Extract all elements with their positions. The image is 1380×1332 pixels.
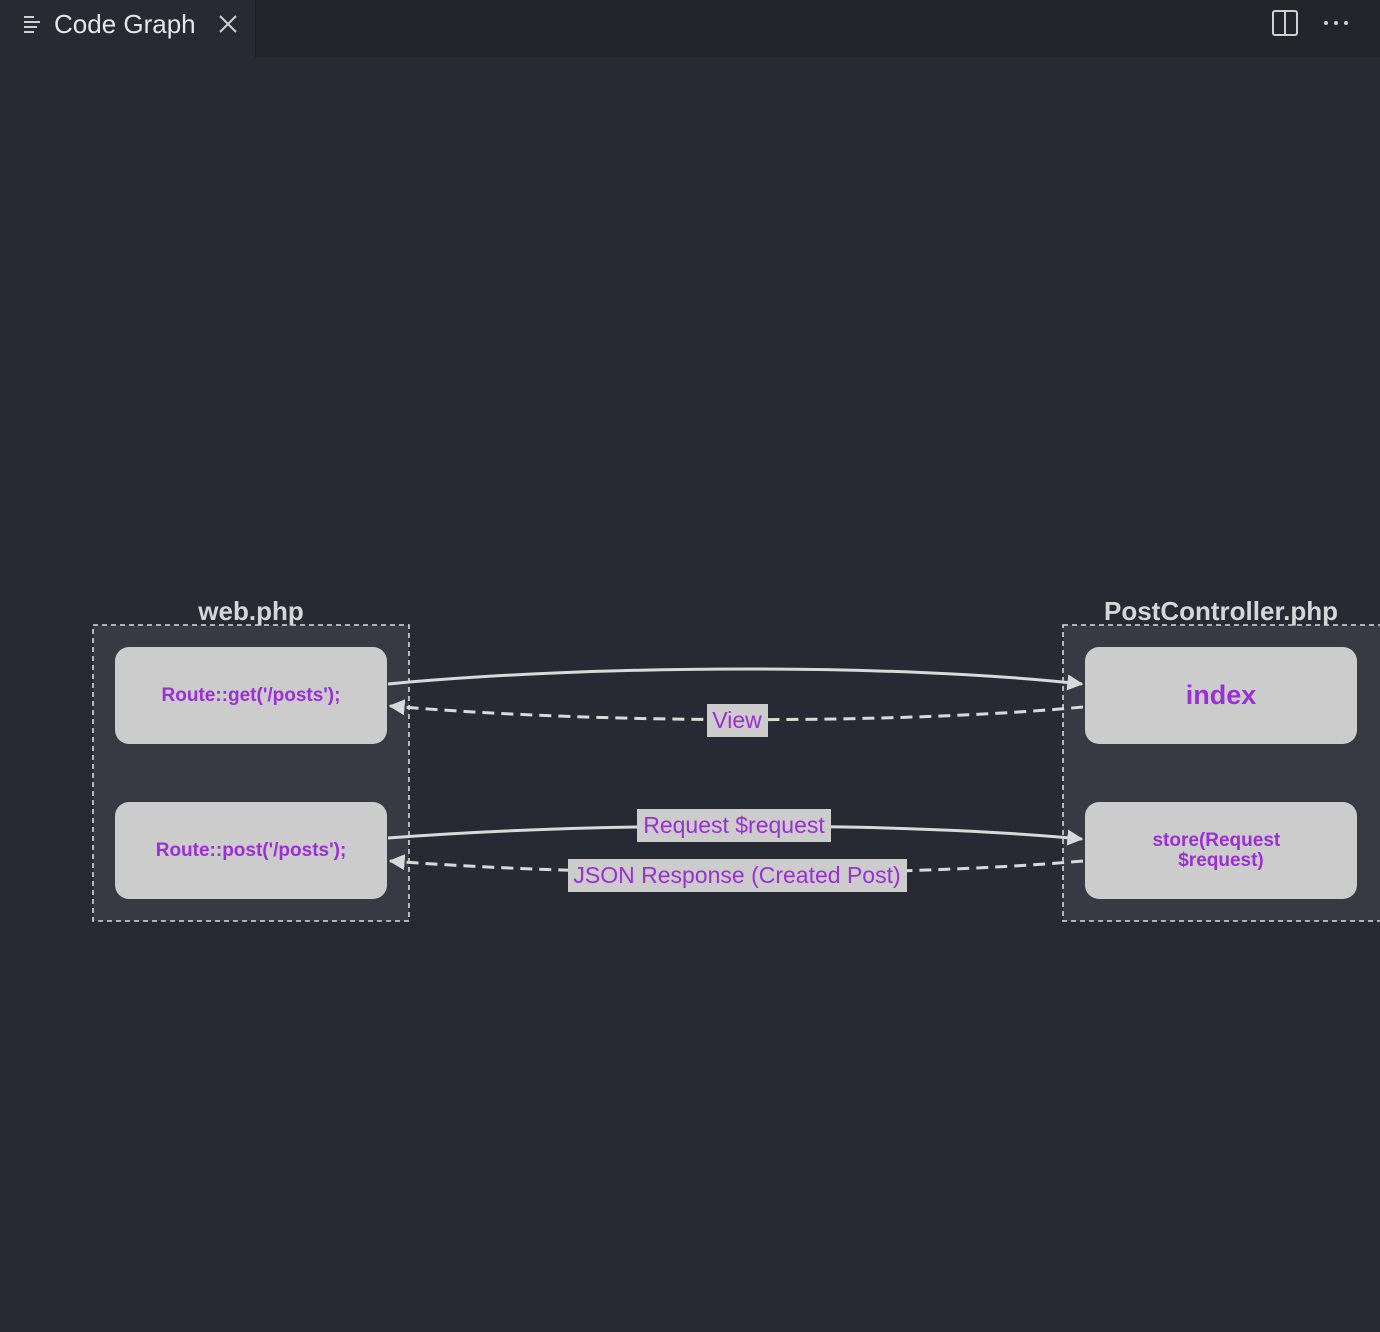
code-graph-diagram: web.php PostController.php Route::get('/… xyxy=(92,596,1380,922)
edge-label: Request $request xyxy=(643,812,825,838)
node-label: Route::post('/posts'); xyxy=(156,840,347,861)
edge-post-to-store: Request $request xyxy=(387,809,1084,846)
tab-code-graph[interactable]: Code Graph xyxy=(0,0,256,57)
editor-tab-bar: Code Graph xyxy=(0,0,1380,57)
node-label: store(Request $request) xyxy=(1152,830,1285,871)
node-label: Route::get('/posts'); xyxy=(162,685,341,706)
edge-get-to-index xyxy=(387,667,1084,691)
node-label: index xyxy=(1186,680,1257,710)
node-route-post[interactable]: Route::post('/posts'); xyxy=(115,802,387,899)
cluster-title: web.php xyxy=(197,596,303,626)
edge-label-bg xyxy=(707,704,768,737)
graph-canvas[interactable]: web.php PostController.php Route::get('/… xyxy=(0,57,1380,1332)
node-store[interactable]: store(Request $request) xyxy=(1085,802,1357,899)
split-editor-icon[interactable] xyxy=(1270,8,1300,38)
edge-store-to-post: JSON Response (Created Post) xyxy=(388,854,1084,892)
list-lines-icon xyxy=(24,16,40,33)
more-actions-icon[interactable] xyxy=(1320,8,1352,38)
edge-label: JSON Response (Created Post) xyxy=(573,862,900,888)
tab-title: Code Graph xyxy=(54,9,196,39)
edge-label-bg xyxy=(568,859,907,892)
edge-label-bg xyxy=(637,809,831,842)
edge-label: View xyxy=(712,707,762,733)
cluster-title: PostController.php xyxy=(1104,596,1338,626)
edge-index-to-get: View xyxy=(388,699,1084,737)
node-route-get[interactable]: Route::get('/posts'); xyxy=(115,647,387,744)
node-index[interactable]: index xyxy=(1085,647,1357,744)
close-icon[interactable] xyxy=(216,12,240,36)
